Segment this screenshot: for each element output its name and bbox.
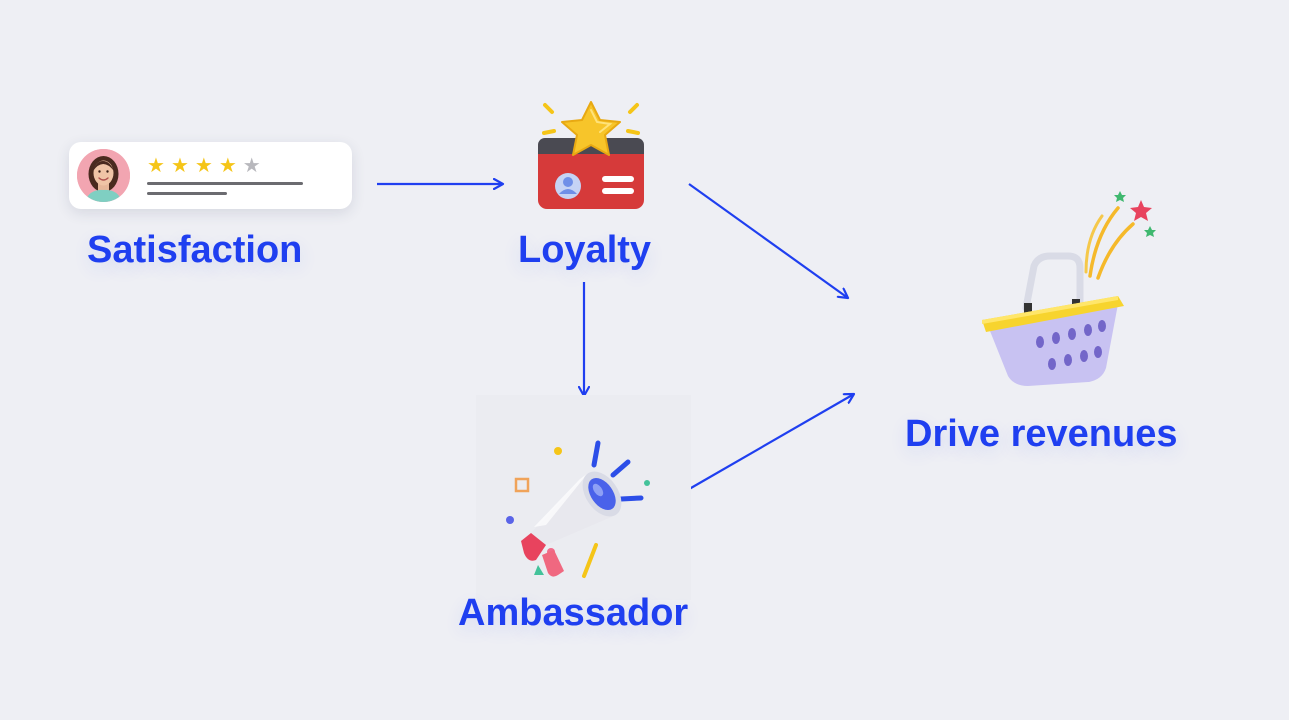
star-icon: ★ [194, 155, 219, 177]
avatar [77, 149, 130, 202]
node-label-satisfaction: Satisfaction [87, 229, 303, 271]
star-empty-icon: ★ [242, 155, 267, 177]
person-avatar-icon [77, 149, 130, 202]
review-text-line [147, 192, 227, 195]
star-icon: ★ [170, 155, 195, 177]
node-label-ambassador: Ambassador [458, 592, 689, 634]
review-text-line [147, 182, 303, 185]
star-icon: ★ [218, 155, 243, 177]
shopping-basket-icon [968, 186, 1168, 392]
megaphone-icon [476, 395, 691, 600]
review-card-icon: ★★★★★ [69, 142, 352, 209]
arrow-loyalty-to-revenues [688, 183, 848, 298]
arrow-ambassador-to-revenues [683, 394, 854, 493]
node-label-loyalty: Loyalty [518, 229, 652, 271]
star-rating: ★★★★★ [147, 154, 267, 178]
loyalty-card-icon [530, 100, 652, 212]
node-label-revenues: Drive revenues [905, 413, 1178, 455]
star-icon: ★ [147, 155, 171, 177]
